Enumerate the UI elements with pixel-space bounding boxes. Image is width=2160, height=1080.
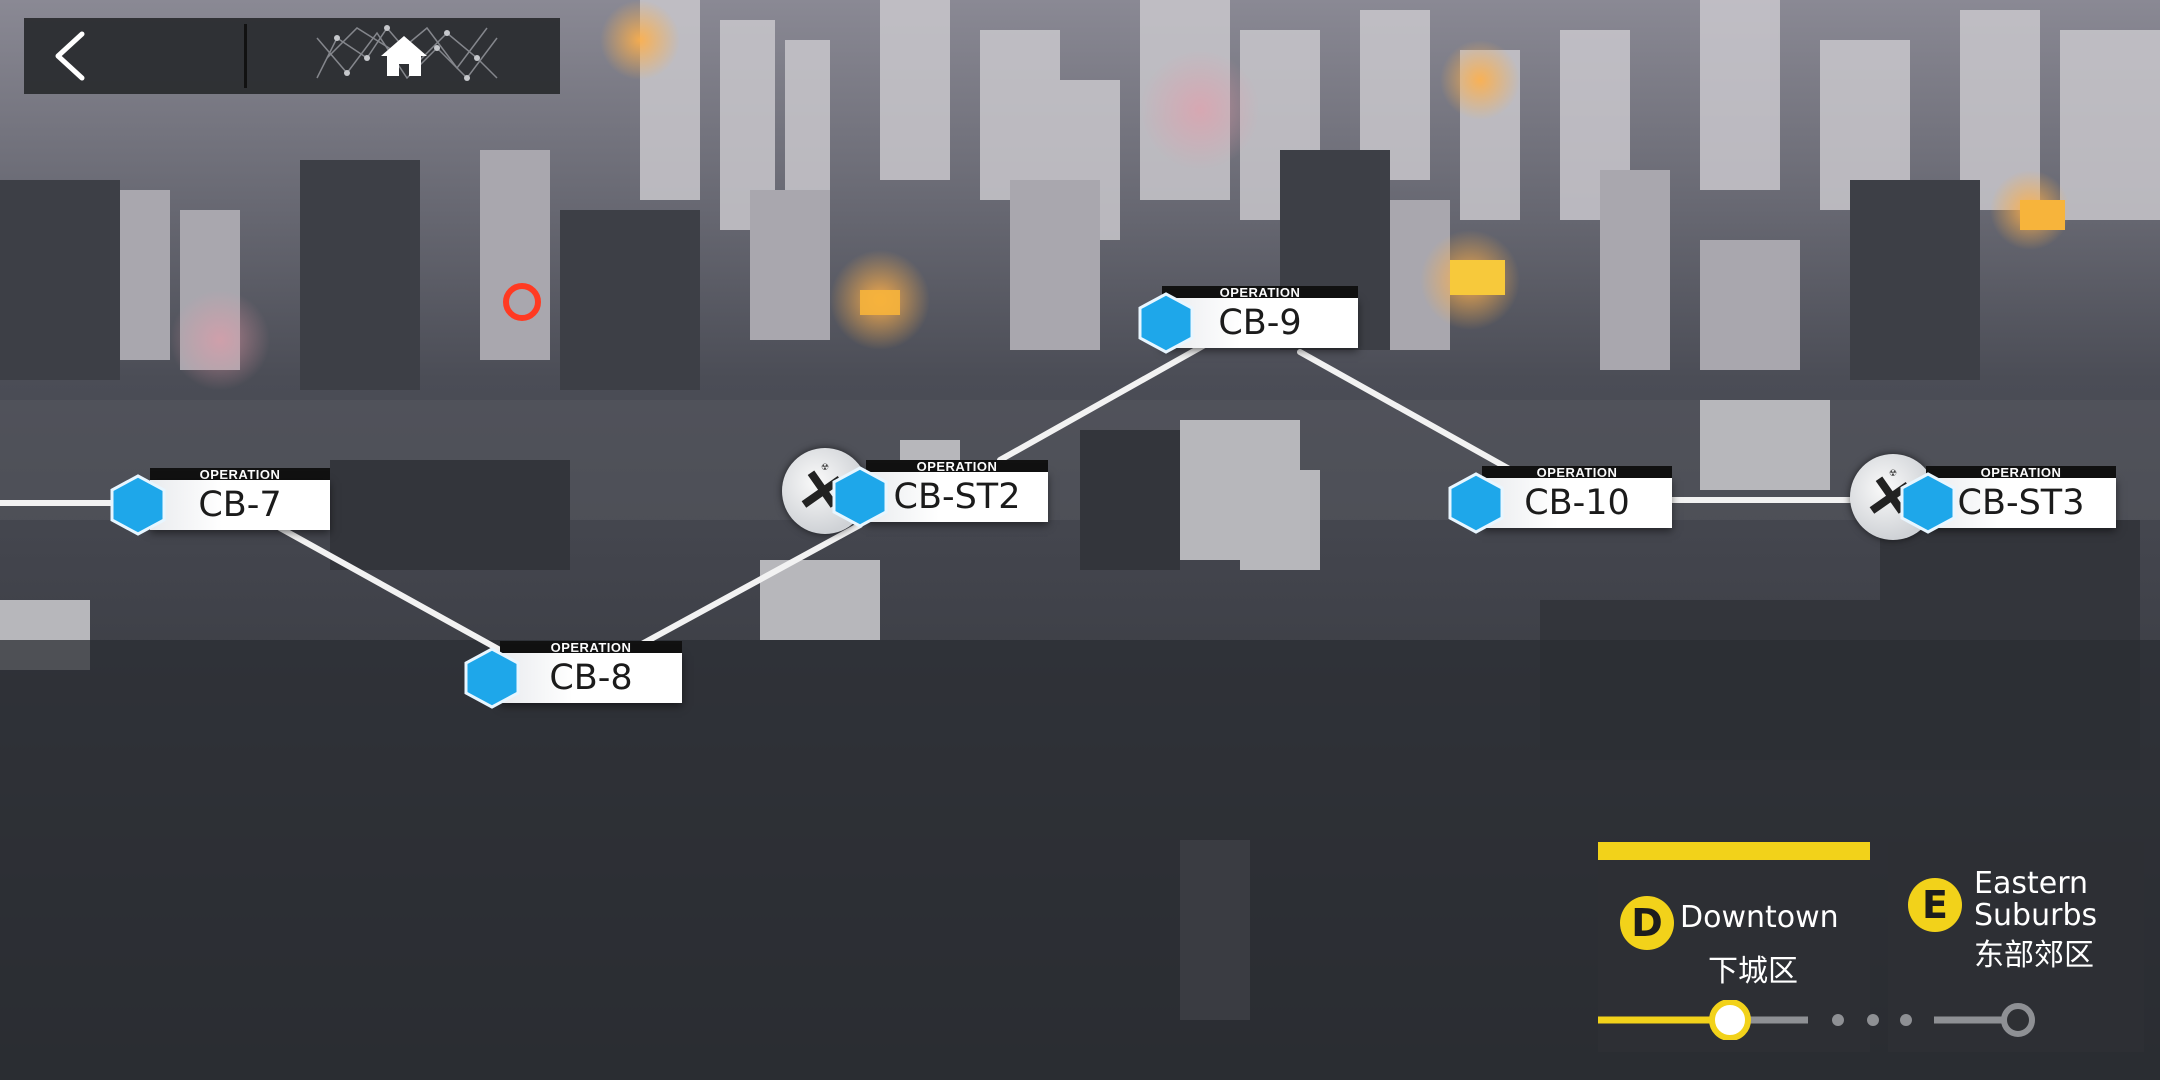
stage-hexagon-icon — [110, 474, 166, 536]
back-button[interactable] — [24, 18, 244, 94]
stage-code: CB-7 — [150, 480, 330, 530]
stage-hexagon-icon — [1138, 292, 1194, 354]
region-name-cn: 下城区 — [1708, 954, 1798, 989]
stage-code: CB-ST2 — [866, 472, 1048, 522]
nav-divider — [244, 24, 247, 88]
slider-handle-eastern-suburbs — [2001, 1003, 2035, 1037]
region-name-cn: 东部郊区 — [1974, 938, 2094, 973]
stage-tag: OPERATION — [1162, 286, 1358, 299]
stage-tag: OPERATION — [866, 460, 1048, 473]
home-icon — [380, 36, 427, 76]
slider-handle-downtown — [1709, 1000, 1751, 1040]
region-progress-slider[interactable] — [1598, 1000, 2144, 1040]
svg-text:☢: ☢ — [821, 463, 829, 473]
stage-code: CB-8 — [500, 653, 682, 703]
region-name-en-line1: Eastern — [1974, 866, 2089, 901]
stage-hexagon-icon — [832, 466, 888, 528]
story-emblem-icon: ☢ — [801, 463, 843, 508]
region-name-en: Downtown — [1680, 900, 1839, 935]
stage-tag: OPERATION — [1926, 466, 2116, 479]
back-arrow-icon — [55, 31, 85, 81]
region-tab-eastern-suburbs[interactable]: E Eastern Suburbs 东部郊区 — [1888, 842, 2144, 1052]
stage-node-cb8[interactable]: OPERATION CB-8 — [462, 641, 682, 713]
stage-node-cb7[interactable]: OPERATION CB-7 — [108, 468, 330, 540]
stage-node-cb10[interactable]: OPERATION CB-10 — [1446, 466, 1672, 538]
stage-node-cb9[interactable]: OPERATION CB-9 — [1136, 286, 1358, 358]
stage-hexagon-icon — [464, 647, 520, 709]
stage-code: CB-10 — [1482, 478, 1672, 528]
region-letter-badge: E — [1908, 878, 1962, 932]
region-name-en-line2: Suburbs — [1974, 898, 2098, 933]
stage-code: CB-9 — [1162, 298, 1358, 348]
region-letter-badge: D — [1620, 896, 1674, 950]
svg-text:☢: ☢ — [1889, 469, 1897, 479]
stage-hexagon-icon — [1900, 472, 1956, 534]
top-nav-bar — [24, 18, 560, 94]
stage-node-cbst2[interactable]: ☢ OPERATION CB-ST2 — [782, 448, 1048, 534]
stage-code: CB-ST3 — [1926, 478, 2116, 528]
stage-tag: OPERATION — [1482, 466, 1672, 479]
story-emblem-icon: ☢ — [1869, 469, 1911, 514]
stage-tag: OPERATION — [500, 641, 682, 654]
stage-node-cbst3[interactable]: ☢ OPERATION CB-ST3 — [1850, 454, 2116, 540]
stage-hexagon-icon — [1448, 472, 1504, 534]
stage-tag: OPERATION — [150, 468, 330, 481]
home-button[interactable] — [247, 18, 560, 94]
